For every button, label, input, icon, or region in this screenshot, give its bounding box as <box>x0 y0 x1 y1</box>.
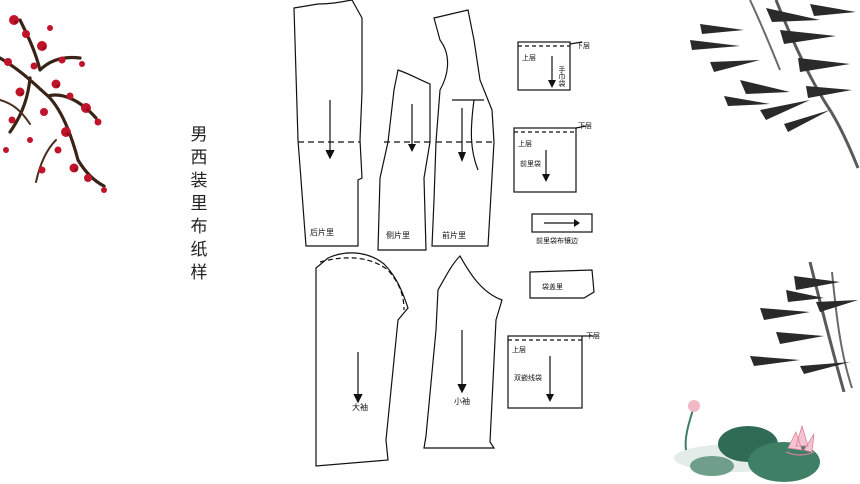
label-lower-layer-3: 下层 <box>586 332 600 340</box>
label-back-lining: 后片里 <box>310 227 334 237</box>
bamboo-decoration-top <box>690 0 860 169</box>
lining-pattern-drawing: 后片里 侧片里 前片里 大袖 小袖 手巾袋 上层 下层 上层 前里袋 下层 前里… <box>293 0 600 467</box>
pocket-lining-piece <box>529 269 595 299</box>
label-lower-layer-2: 下层 <box>578 122 592 130</box>
label-pocket-lining: 袋盖里 <box>542 282 563 291</box>
label-lower-layer-1: 下层 <box>576 42 590 50</box>
label-handkerchief-pocket: 手巾袋 <box>558 65 566 88</box>
label-upper-layer-1: 上层 <box>522 53 536 62</box>
bamboo-decoration-bottom <box>750 262 858 392</box>
label-inner-pocket-facing: 前里袋布镶边 <box>536 236 578 245</box>
double-welt-pocket-piece <box>507 335 594 409</box>
plum-blossom-decoration <box>0 15 107 193</box>
large-sleeve-piece <box>315 252 409 467</box>
small-sleeve-piece <box>423 255 503 449</box>
label-front-lining: 前片里 <box>442 230 466 240</box>
label-double-welt-pocket: 双嵌线袋 <box>514 373 542 382</box>
side-lining-piece <box>377 69 431 251</box>
slide-title: 男西装里布纸样 <box>190 125 208 283</box>
label-side-lining: 侧片里 <box>386 230 410 240</box>
label-large-sleeve: 大袖 <box>352 402 368 412</box>
label-upper-layer-3: 上层 <box>512 345 526 354</box>
label-upper-layer-2: 上层 <box>518 139 532 148</box>
lotus-decoration <box>674 400 820 482</box>
inner-front-pocket-piece <box>513 125 587 193</box>
inner-pocket-facing-piece <box>531 213 593 233</box>
label-inner-front-pocket: 前里袋 <box>520 159 541 168</box>
front-lining-piece <box>431 9 495 247</box>
back-lining-piece <box>293 0 363 247</box>
label-small-sleeve: 小袖 <box>454 396 470 406</box>
